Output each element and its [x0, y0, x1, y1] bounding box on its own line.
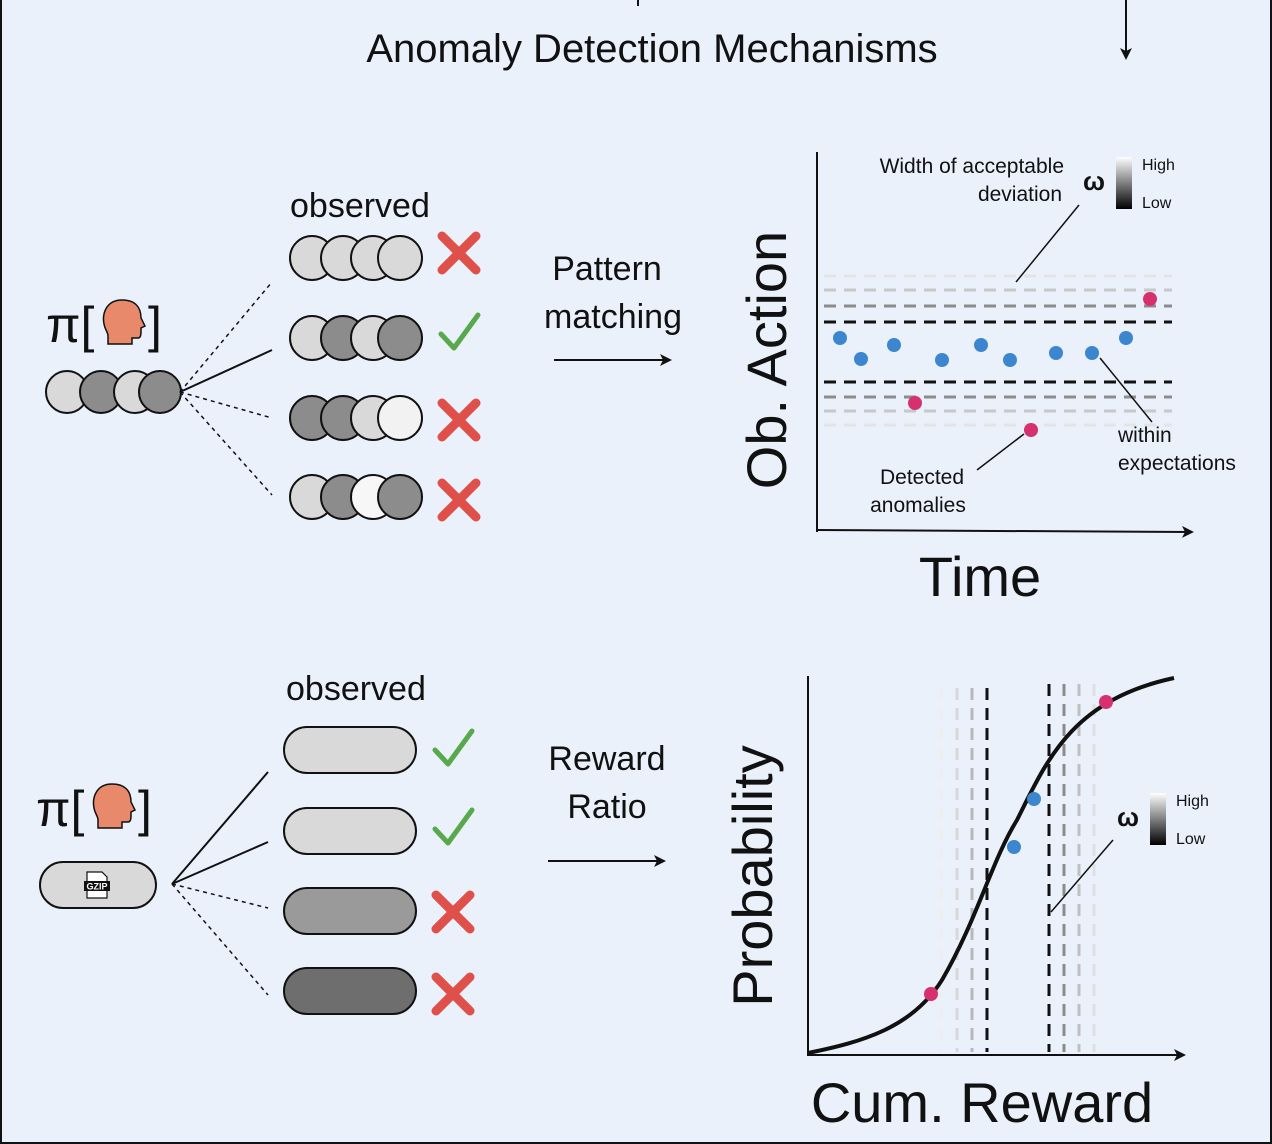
within-leader: [1099, 357, 1153, 423]
top-observed-sequences: [289, 235, 423, 520]
top-policy-sequence: [45, 370, 182, 414]
top-chart-xlabel: Time: [919, 545, 1041, 608]
bottom-chart-xlabel: Cum. Reward: [811, 1071, 1153, 1134]
bottom-normal-points: [1007, 792, 1041, 854]
band-width-label-1: Width of acceptable: [880, 155, 1064, 178]
band-width-label-2: deviation: [978, 183, 1062, 206]
top-sequence-2: [289, 315, 423, 361]
bottom-observed-trajectories: [283, 726, 417, 1015]
bottom-trajectory-3: [283, 887, 417, 935]
gzip-file-icon: GZIP: [84, 871, 110, 899]
anomalies-label-2: anomalies: [870, 494, 966, 517]
bottom-trajectory-4: [283, 967, 417, 1015]
check-icon: [432, 728, 475, 767]
omega-scale-bar: [1116, 157, 1132, 209]
omega-symbol: ω: [1117, 802, 1139, 832]
band-width-leader: [1015, 204, 1080, 283]
anomalies-label-1: Detected: [880, 466, 964, 489]
head-icon: [102, 299, 146, 345]
top-band-upper: [824, 274, 1172, 324]
within-label-2: expectations: [1118, 452, 1236, 475]
bottom-anomaly-points: [924, 695, 1113, 1001]
bottom-trajectory-1: [283, 726, 417, 774]
check-icon: [432, 807, 475, 846]
top-observed-label: observed: [290, 187, 430, 225]
anomalies-leader: [976, 433, 1025, 471]
omega-symbol: ω: [1083, 166, 1105, 196]
reward-ratio-label-1: Reward: [548, 740, 665, 778]
top-policy-close: ]: [148, 297, 162, 353]
bottom-policy-pi: π[: [36, 781, 84, 837]
bottom-chart: Probability Cum. Reward ω High Low: [721, 676, 1209, 1134]
cross-icon: [431, 972, 475, 1016]
bottom-policy: π[ ]: [36, 781, 152, 837]
within-label-1: within: [1117, 424, 1172, 447]
top-chart: Ob. Action Time: [735, 152, 1236, 608]
cross-icon: [437, 478, 481, 522]
top-verdicts: [437, 231, 481, 522]
pattern-matching-label-1: Pattern: [552, 250, 662, 288]
scale-high-label: High: [1142, 157, 1175, 174]
top-sequence-3: [289, 395, 423, 441]
top-branch-lines: [179, 281, 273, 496]
bottom-chart-ylabel: Probability: [721, 745, 784, 1006]
cross-icon: [437, 398, 481, 442]
cross-icon: [437, 231, 481, 275]
top-band-lower: [824, 380, 1172, 427]
check-icon: [438, 312, 481, 351]
scale-high-label: High: [1176, 793, 1209, 810]
bottom-band-leader: [1050, 839, 1114, 913]
page-title: Anomaly Detection Mechanisms: [366, 27, 937, 71]
top-chart-x-axis: [816, 525, 1194, 538]
bottom-band-left: [939, 688, 989, 1052]
cdf-curve: [807, 676, 1175, 1055]
cross-icon: [431, 890, 475, 934]
top-policy: π[ ]: [46, 297, 162, 353]
omega-scale-bar: [1150, 793, 1166, 845]
gzip-label: GZIP: [86, 882, 107, 892]
bottom-observed-label: observed: [286, 670, 426, 708]
top-sequence-1: [289, 235, 423, 281]
top-sequence-4: [289, 474, 423, 520]
scale-low-label: Low: [1142, 195, 1172, 212]
top-chart-ylabel: Ob. Action: [735, 231, 798, 489]
bottom-branch-lines: [171, 771, 269, 996]
head-icon: [92, 783, 136, 829]
reward-ratio-label-2: Ratio: [567, 788, 646, 826]
bottom-band-right: [1047, 684, 1096, 1052]
normal-points: [833, 331, 1133, 367]
bottom-verdicts: [431, 728, 475, 1016]
bottom-trajectory-2: [283, 807, 417, 855]
scale-low-label: Low: [1176, 831, 1206, 848]
top-policy-pi: π[: [46, 297, 94, 353]
anomaly-points: [908, 292, 1157, 437]
bottom-policy-close: ]: [138, 781, 152, 837]
pattern-matching-label-2: matching: [544, 298, 682, 336]
